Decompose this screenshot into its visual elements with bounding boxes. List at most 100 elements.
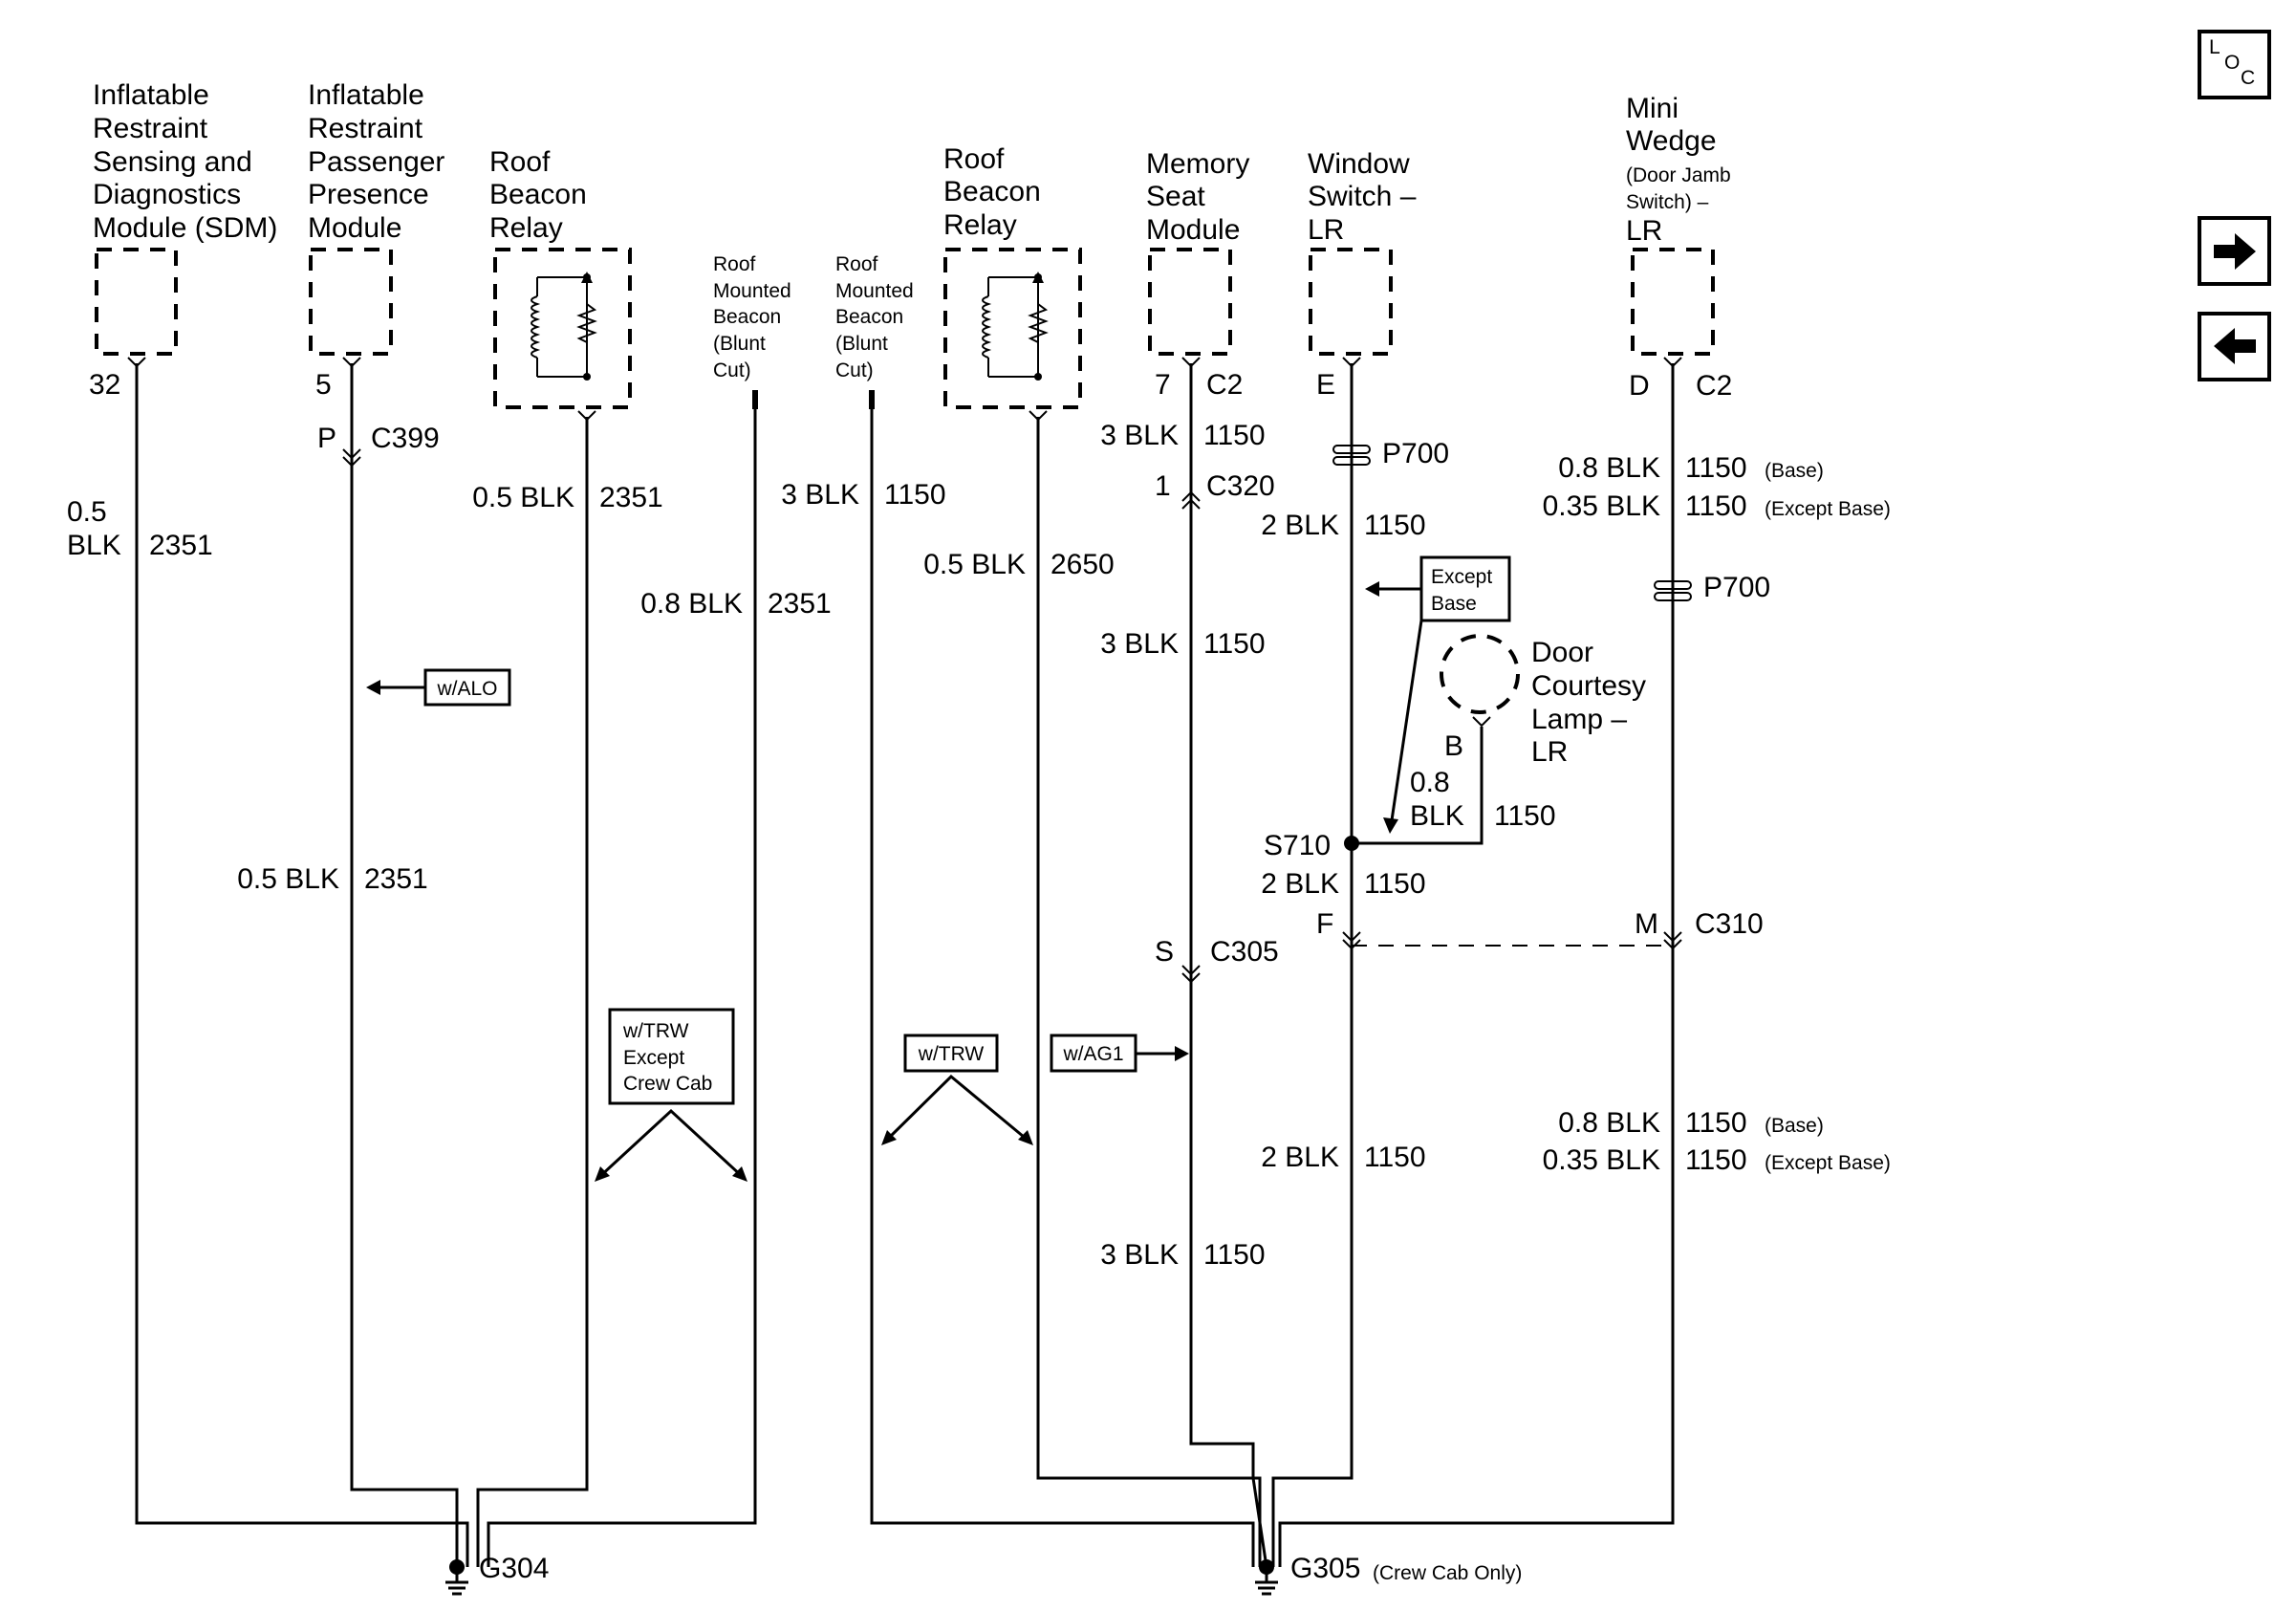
ppm-title: Inflatable Restraint Passenger Presence …	[308, 79, 444, 244]
g304-ground-icon	[445, 1559, 468, 1596]
courtesy-lamp-icon	[1440, 634, 1520, 714]
window-mid-wire-circuit: 1150	[1364, 868, 1426, 900]
beacon1-title: Roof Mounted Beacon (Blunt Cut)	[713, 253, 791, 381]
mini-wedge-title: Mini Wedge (Door Jamb Switch) – LR	[1626, 93, 1731, 247]
relay1-coil-icon	[531, 272, 597, 381]
relay1-wire-circuit: 2351	[599, 482, 663, 513]
svg-text:C: C	[2241, 67, 2255, 89]
wedge-bot1-wire-circuit: 1150	[1685, 1107, 1747, 1139]
svg-text:(Blunt: (Blunt	[835, 333, 888, 355]
svg-text:Base: Base	[1431, 593, 1477, 615]
sdm-wire-gauge: 0.5	[67, 496, 107, 528]
svg-text:Beacon: Beacon	[835, 306, 903, 328]
c399-pin: P	[317, 423, 336, 454]
svg-text:Crew Cab: Crew Cab	[623, 1073, 712, 1095]
lamp-wire-gauge: 0.8	[1410, 767, 1450, 798]
lamp-wire-color: BLK	[1410, 800, 1464, 832]
svg-text:Inflatable: Inflatable	[308, 79, 424, 111]
svg-text:Beacon: Beacon	[943, 176, 1041, 207]
relay2-box	[943, 248, 1082, 409]
wedge-bot2-note: (Except Base)	[1765, 1152, 1891, 1174]
svg-text:Restraint: Restraint	[93, 113, 208, 144]
option-w-ag1: w/AG1	[1050, 1034, 1189, 1073]
svg-text:Except: Except	[1431, 566, 1492, 588]
previous-page-button[interactable]	[2198, 312, 2271, 381]
svg-text:L: L	[2209, 36, 2220, 58]
mini-wedge-pin: D	[1629, 370, 1650, 402]
svg-text:Seat: Seat	[1146, 181, 1205, 212]
wedge-bot2-wire-label: 0.35 BLK	[1543, 1144, 1660, 1176]
next-page-button[interactable]	[2198, 216, 2271, 286]
option-w-trw: w/TRW	[881, 1034, 1033, 1145]
svg-text:Module (SDM): Module (SDM)	[93, 212, 277, 244]
courtesy-lamp-title: Door Courtesy Lamp – LR	[1531, 637, 1646, 768]
svg-text:Inflatable: Inflatable	[93, 79, 209, 111]
svg-text:Except: Except	[623, 1047, 684, 1069]
svg-text:Module: Module	[1146, 214, 1240, 246]
svg-text:Courtesy: Courtesy	[1531, 670, 1646, 702]
sdm-pin: 32	[89, 369, 120, 401]
svg-text:Cut): Cut)	[835, 359, 874, 381]
svg-text:w/AG1: w/AG1	[1062, 1043, 1123, 1065]
wedge-top1-note: (Base)	[1765, 460, 1824, 482]
beacon2-title: Roof Mounted Beacon (Blunt Cut)	[835, 253, 914, 381]
beacon1-wire-label: 0.8 BLK	[640, 588, 743, 620]
svg-text:Mini: Mini	[1626, 93, 1679, 124]
window-mid-wire-label: 2 BLK	[1261, 868, 1339, 900]
svg-text:w/TRW: w/TRW	[622, 1020, 689, 1042]
ppm-wire-circuit: 2351	[364, 863, 428, 895]
memory-seat-pin: 7	[1155, 369, 1171, 401]
svg-text:Relay: Relay	[943, 209, 1017, 241]
relay2-wire-circuit: 2650	[1051, 549, 1115, 580]
svg-text:Roof: Roof	[835, 253, 878, 275]
sdm-wire-color: BLK	[67, 530, 121, 561]
c310-f-pin: F	[1316, 908, 1333, 940]
memory-bot-wire-circuit: 1150	[1203, 1239, 1266, 1271]
wedge-top2-wire-label: 0.35 BLK	[1543, 490, 1660, 522]
window-switch-pin: E	[1316, 369, 1335, 401]
c305-name: C305	[1210, 936, 1279, 968]
beacon2-wire-label: 3 BLK	[781, 479, 859, 511]
wedge-top1-wire-label: 0.8 BLK	[1558, 452, 1660, 484]
g305-label: G305	[1290, 1553, 1360, 1584]
g304-label: G304	[479, 1553, 549, 1584]
svg-text:Diagnostics: Diagnostics	[93, 179, 241, 210]
c305-pin: S	[1155, 936, 1174, 968]
sdm-title: Inflatable Restraint Sensing and Diagnos…	[93, 79, 277, 244]
svg-text:Door: Door	[1531, 637, 1593, 668]
ppm-box	[309, 248, 393, 356]
option-w-trw-except-crew-cab: w/TRW Except Crew Cab	[595, 1008, 747, 1182]
g305-note: (Crew Cab Only)	[1373, 1562, 1522, 1584]
window-bot-wire-circuit: 1150	[1364, 1142, 1426, 1173]
relay2-title: Roof Beacon Relay	[943, 143, 1041, 241]
wires	[135, 363, 1675, 1568]
svg-text:Lamp –: Lamp –	[1531, 704, 1627, 735]
svg-text:Mounted: Mounted	[713, 280, 791, 302]
svg-text:Switch –: Switch –	[1308, 181, 1417, 212]
svg-text:Beacon: Beacon	[713, 306, 781, 328]
connector-chevrons	[127, 357, 1682, 984]
p700-wedge-label: P700	[1703, 572, 1770, 603]
svg-text:O: O	[2224, 52, 2240, 74]
svg-text:Mounted: Mounted	[835, 280, 914, 302]
memory-mid-wire-label: 3 BLK	[1100, 628, 1179, 660]
svg-text:Roof: Roof	[943, 143, 1005, 175]
c320-name: C320	[1206, 470, 1275, 502]
svg-text:w/ALO: w/ALO	[436, 678, 497, 700]
svg-text:(Blunt: (Blunt	[713, 333, 766, 355]
p700-wedge-icon	[1654, 580, 1692, 601]
p700-window-label: P700	[1382, 438, 1449, 469]
wedge-bot1-wire-label: 0.8 BLK	[1558, 1107, 1660, 1139]
loc-button[interactable]: L O C	[2198, 30, 2271, 99]
c310-name: C310	[1695, 908, 1764, 940]
memory-bot-wire-label: 3 BLK	[1100, 1239, 1179, 1271]
arrow-right-icon	[2214, 233, 2256, 270]
svg-text:LR: LR	[1308, 214, 1344, 246]
memory-seat-connector: C2	[1206, 369, 1243, 401]
svg-text:Roof: Roof	[489, 146, 551, 178]
svg-text:Cut): Cut)	[713, 359, 751, 381]
relay1-title: Roof Beacon Relay	[489, 146, 587, 244]
option-w-alo: w/ALO	[366, 668, 511, 707]
svg-text:LR: LR	[1531, 736, 1568, 768]
lamp-pin: B	[1444, 730, 1463, 762]
